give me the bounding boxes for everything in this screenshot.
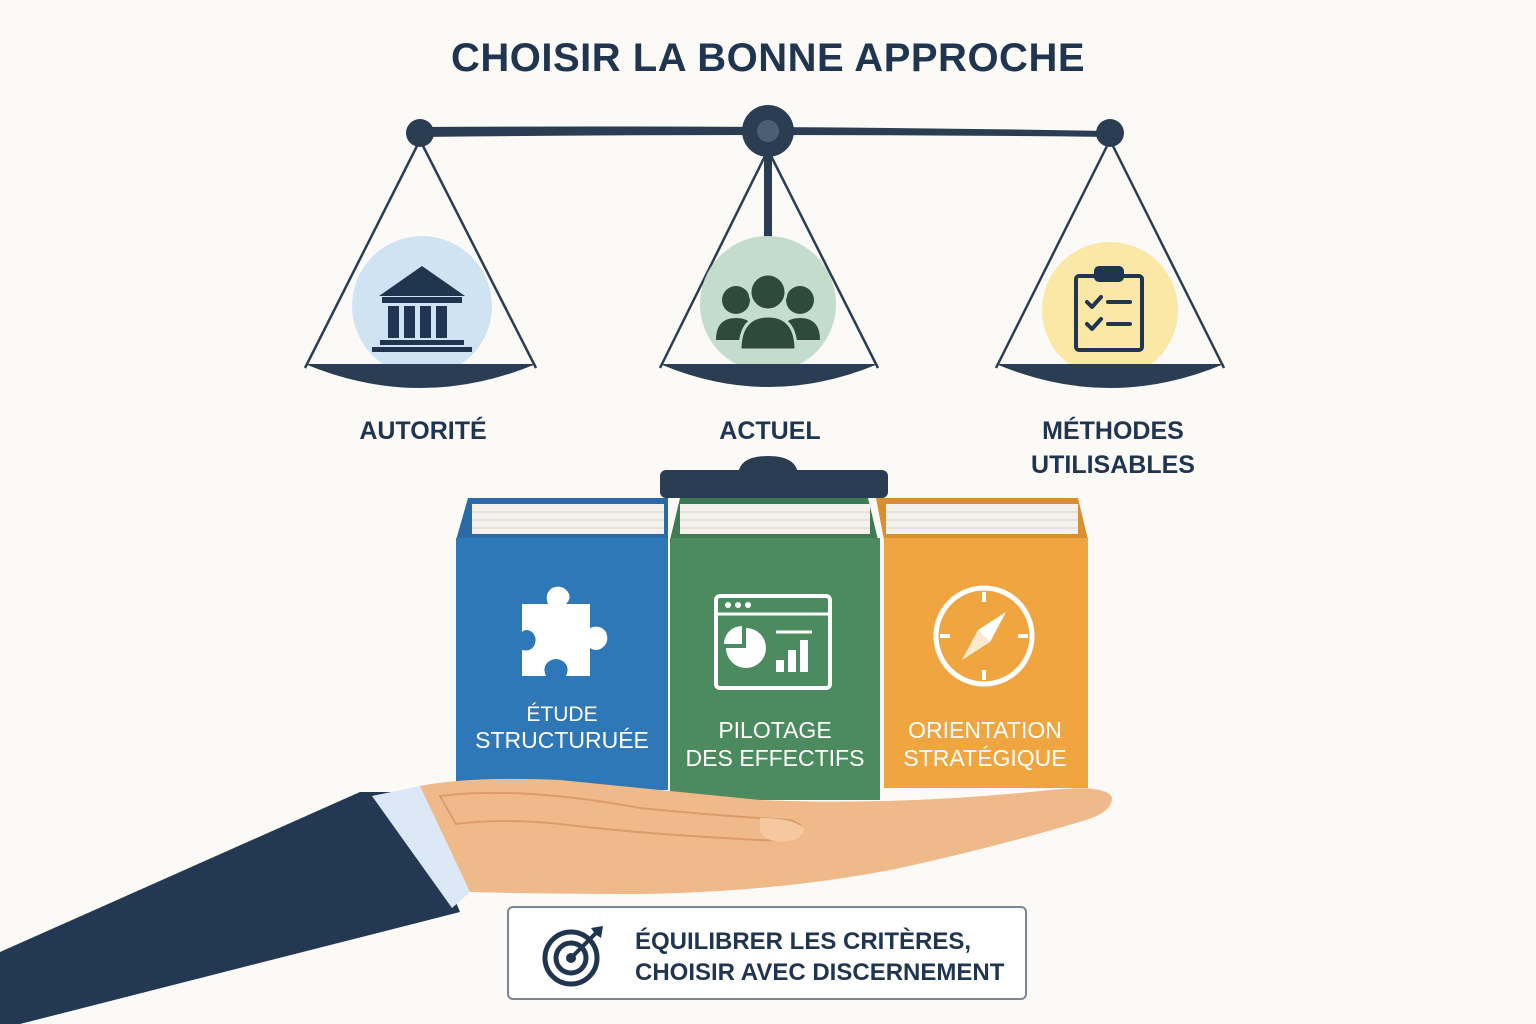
book-holder [660,456,888,498]
target-arrow-icon [542,926,603,987]
dashboard-chart-icon [714,594,832,690]
book-title-line: PILOTAGE [718,717,832,743]
pan-label-current: ACTUEL [719,417,821,445]
pan-right [994,139,1226,388]
hand-and-arm [0,778,1112,1024]
page-title: CHOISIR LA BONNE APPROCHE [450,36,1086,80]
pan-center [658,149,880,387]
book-title-structured-study: ÉTUDE STRUCTURUÉE [457,704,667,754]
book-title-line: ÉTUDE [526,703,598,726]
pan-right-circle [1042,242,1178,378]
checklist-clipboard-icon [1074,266,1144,352]
pan-label-line: MÉTHODES [1042,417,1184,445]
team-icon [716,272,820,352]
pan-left [303,139,538,388]
callout-text: ÉQUILIBRER LES CRITÈRES, CHOISIR AVEC DI… [635,926,1015,988]
puzzle-piece-icon [522,586,608,676]
pan-label-authority: AUTORITÉ [359,417,487,445]
book-title-line: STRATÉGIQUE [903,745,1067,771]
pan-label-line: UTILISABLES [1031,451,1195,479]
callout-line: CHOISIR AVEC DISCERNEMENT [635,959,1005,986]
book-title-line: ORIENTATION [908,717,1062,743]
book-title-workforce-management: PILOTAGE DES EFFECTIFS [670,716,880,772]
book-structured-study [456,498,668,790]
compass-icon [933,585,1035,687]
book-title-strategic-orientation: ORIENTATION STRATÉGIQUE [880,716,1090,772]
book-workforce-management [670,498,880,800]
pan-label-usable-methods: MÉTHODES UTILISABLES [963,414,1263,482]
book-strategic-orientation [876,498,1088,788]
callout-line: ÉQUILIBRER LES CRITÈRES, [635,928,972,955]
book-title-line: STRUCTURUÉE [475,727,649,753]
book-title-line: DES EFFECTIFS [685,745,865,771]
institution-icon [372,266,472,352]
conclusion-callout: ÉQUILIBRER LES CRITÈRES, CHOISIR AVEC DI… [507,906,1027,1000]
scale-beam [406,105,1124,242]
